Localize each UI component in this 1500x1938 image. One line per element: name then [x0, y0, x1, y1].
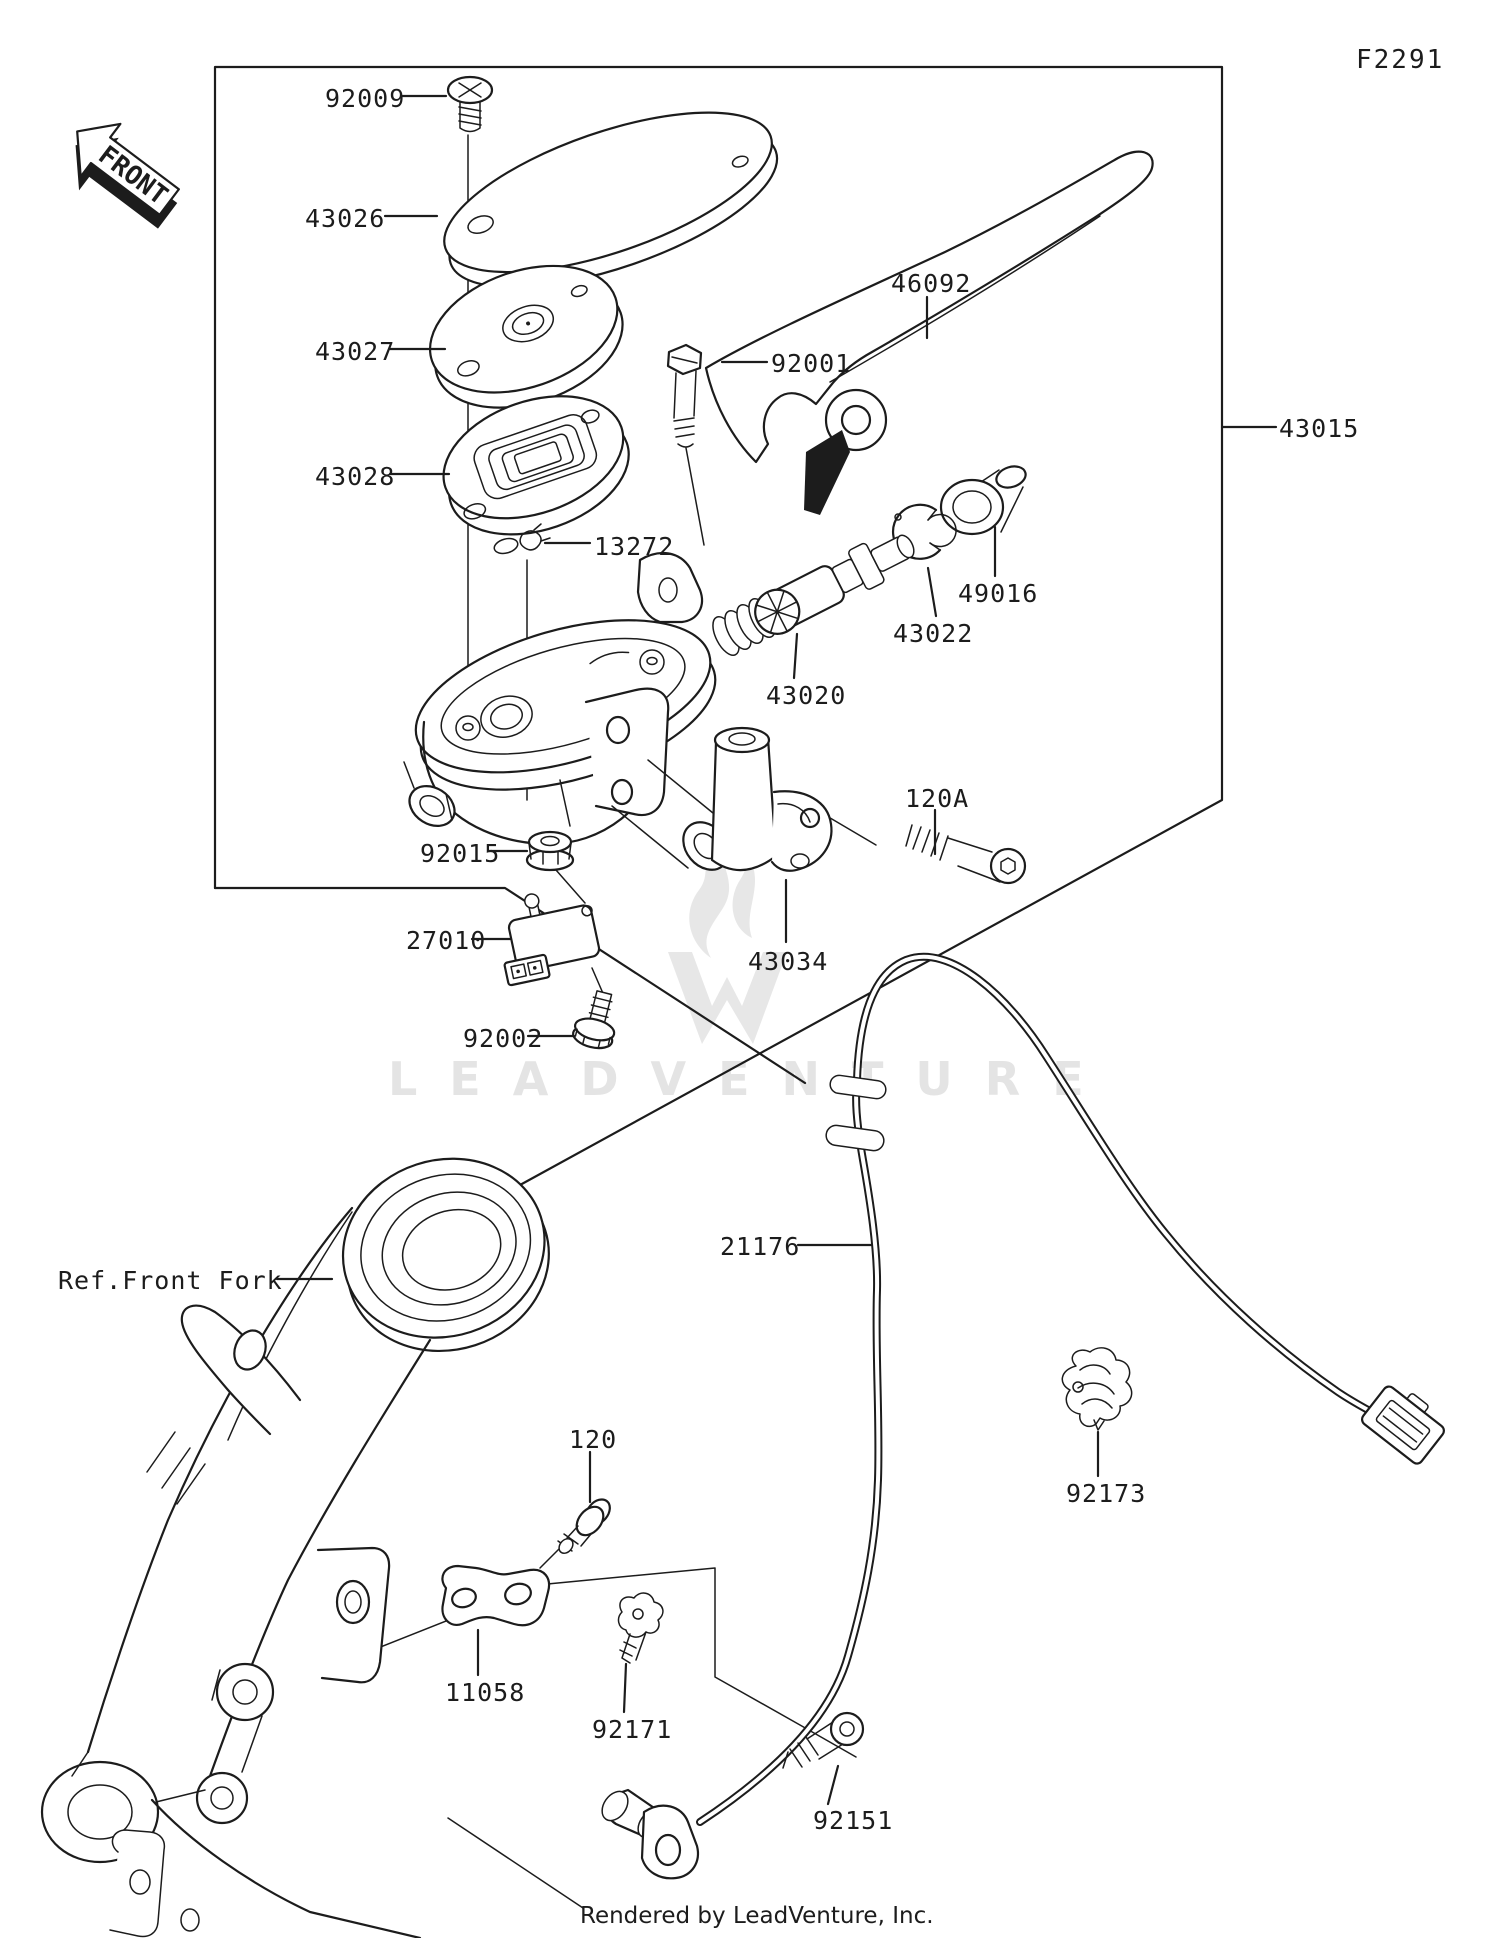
part-92171-sensor-retainer — [617, 1592, 664, 1664]
part-13272-clip — [493, 523, 551, 555]
part-92173-harness-clip — [1061, 1347, 1133, 1431]
part-92151-sensor-bolt — [782, 1711, 865, 1769]
part-label-46092: 46092 — [891, 269, 972, 298]
part-49016-dust-boot — [939, 465, 1027, 536]
part-92002-switch-screw — [572, 990, 616, 1050]
part-label-43020: 43020 — [766, 681, 847, 710]
part-label-43026: 43026 — [305, 204, 386, 233]
part-92015-nut — [525, 830, 586, 904]
cable-connector — [1360, 1385, 1445, 1465]
part-label-92171: 92171 — [592, 1715, 673, 1744]
part-43027-diaphragm-plate — [428, 264, 624, 409]
part-43028-diaphragm — [442, 395, 630, 536]
part-120A-clamp-bolt — [905, 824, 1027, 885]
part-92009-cap-screw — [446, 75, 494, 133]
part-label-21176: 21176 — [720, 1232, 801, 1261]
part-label-43022: 43022 — [893, 619, 974, 648]
figure-code: F2291 — [1356, 45, 1445, 75]
part-label-11058: 11058 — [445, 1678, 526, 1707]
reference-label-front-fork: Ref.Front Fork — [58, 1266, 283, 1295]
part-label-49016: 49016 — [958, 579, 1039, 608]
reference-front-fork-drawing — [40, 1157, 550, 1938]
part-92001-pivot-bolt — [666, 343, 703, 448]
part-label-92009: 92009 — [325, 84, 406, 113]
part-11058-bracket — [441, 1564, 551, 1627]
part-120-bracket-bolt — [557, 1498, 611, 1554]
part-label-43015: 43015 — [1279, 414, 1360, 443]
part-21176-sensor-cable — [696, 952, 1445, 1826]
assembly-boundary-box — [213, 65, 1224, 1187]
part-43020-piston-assembly — [712, 534, 915, 657]
part-master-cylinder-body — [403, 551, 730, 871]
part-label-43028: 43028 — [315, 462, 396, 491]
part-43034-clamp-holder — [710, 726, 833, 872]
part-label-92173: 92173 — [1066, 1479, 1147, 1508]
part-label-92015: 92015 — [420, 839, 501, 868]
part-46092-brake-lever — [704, 150, 1154, 515]
part-label-43027: 43027 — [315, 337, 396, 366]
leader-lines — [275, 94, 1278, 1806]
part-43026-reservoir-cap — [443, 111, 779, 289]
part-label-92151: 92151 — [813, 1806, 894, 1835]
part-label-92001: 92001 — [771, 349, 852, 378]
front-direction-arrow: FRONT — [75, 122, 180, 229]
part-label-120A: 120A — [905, 784, 970, 813]
part-label-27010: 27010 — [406, 926, 487, 955]
part-label-120: 120 — [569, 1425, 618, 1454]
leadventure-watermark-text: LEADVENTURE — [388, 1052, 1116, 1106]
render-credit-text: Rendered by LeadVenture, Inc. — [580, 1903, 934, 1929]
part-27010-brake-switch — [503, 893, 601, 987]
part-label-43034: 43034 — [748, 947, 829, 976]
part-label-92002: 92002 — [463, 1024, 544, 1053]
part-label-13272: 13272 — [594, 532, 675, 561]
part-abs-sensor — [601, 1788, 700, 1880]
leadventure-flame-watermark-icon — [668, 808, 787, 1044]
